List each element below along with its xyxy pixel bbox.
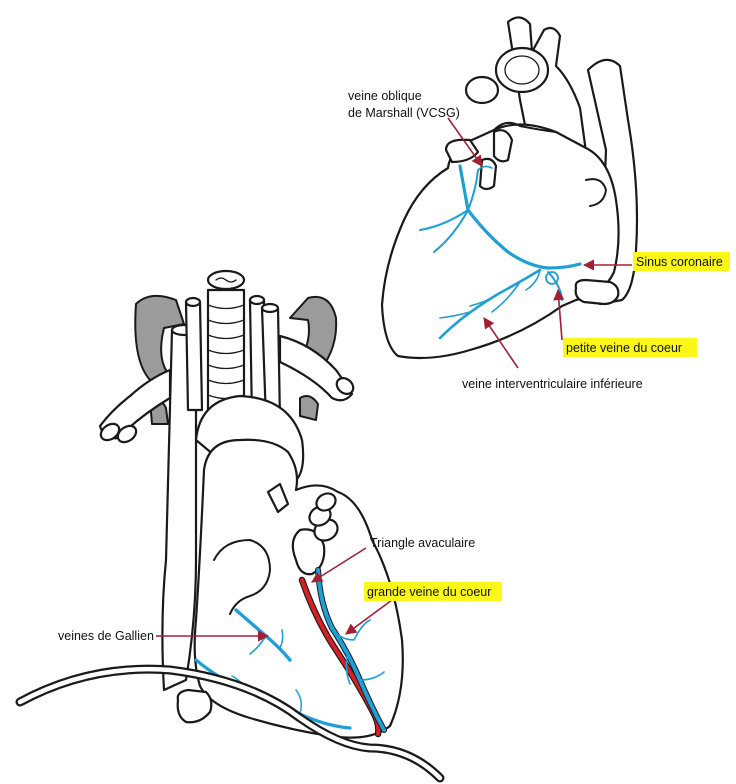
label-petite-veine: petite veine du coeur [566,341,682,355]
lower-grey-vessel-right [299,395,319,421]
label-arrows [156,117,632,642]
pulmonary-vein-ring-left [464,75,500,105]
brachiocephalic-vessel-left [134,294,185,381]
label-veines-gallien: veines de Gallien [58,629,154,643]
brachiocephalic-vessel-right [289,296,338,371]
left-auricle [291,528,326,576]
pulmonary-trunk-rings [308,492,339,542]
label-triangle-avasculaire: Triangle avaculaire [370,536,475,550]
posterior-heart [380,16,639,360]
subclavian-right [278,334,354,402]
ligamentum [266,482,290,514]
pulmonary-trunk-ring [494,46,550,94]
ivc-stub [176,688,213,724]
anterior-heart [98,269,404,739]
label-sinus-coronaire: Sinus coronaire [636,255,723,269]
subclavian-left [98,368,172,440]
superior-vena-cava [161,328,198,692]
label-veine-oblique-2: de Marshall (VCSG) [348,106,460,120]
pulmonary-vein-stub-2 [478,157,498,191]
posterior-veins [419,164,582,340]
pulmonary-vein-stub [444,138,480,164]
label-grande-veine: grande veine du coeur [367,585,491,599]
label-veine-interventriculaire: veine interventriculaire inférieure [462,377,643,391]
pulmonary-vein-stub-3 [492,129,514,163]
label-veine-oblique-1: veine oblique [348,89,422,103]
labels: veine oblique de Marshall (VCSG) Sinus c… [58,89,730,643]
inferior-vena-cava [574,278,620,306]
carotid-left [184,300,204,412]
